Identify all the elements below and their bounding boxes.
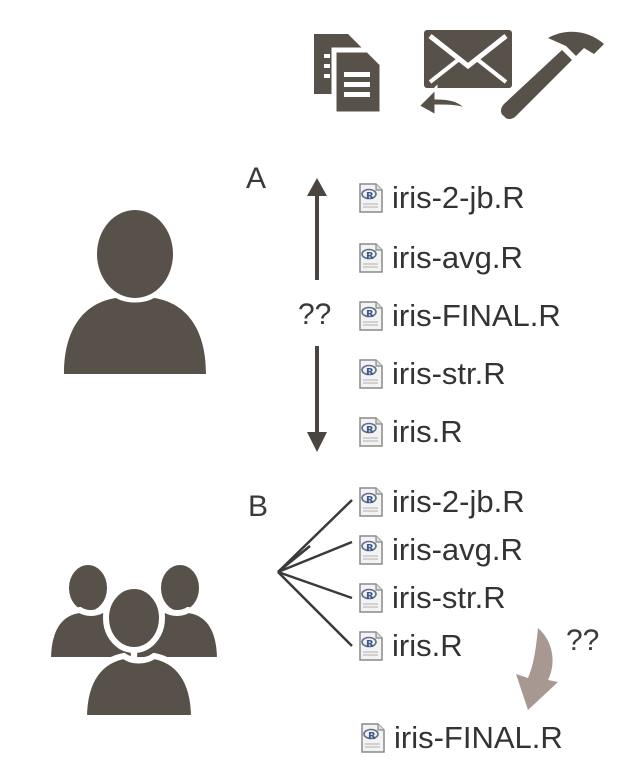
section-a-label: A bbox=[246, 162, 267, 195]
r-file-icon: R bbox=[358, 300, 384, 332]
svg-text:R: R bbox=[366, 639, 374, 650]
r-file-icon: R bbox=[360, 722, 386, 754]
file-name: iris-avg.R bbox=[392, 532, 523, 567]
section-b-question: ?? bbox=[566, 624, 600, 657]
hammer-icon bbox=[501, 31, 604, 119]
svg-text:R: R bbox=[366, 543, 374, 554]
r-file-icon: R bbox=[358, 242, 384, 274]
file-name: iris.R bbox=[392, 628, 463, 663]
r-file-icon: R bbox=[358, 582, 384, 614]
branch-lines bbox=[277, 499, 353, 647]
r-file-icon: R bbox=[358, 358, 384, 390]
file-name: iris-avg.R bbox=[392, 240, 523, 275]
file-name: iris.R bbox=[392, 414, 463, 449]
toolbar-icons bbox=[314, 30, 604, 119]
svg-text:R: R bbox=[366, 425, 374, 436]
file-name: iris-FINAL.R bbox=[392, 298, 561, 333]
r-file-icon: R bbox=[358, 486, 384, 518]
section-a-question: ?? bbox=[298, 298, 332, 331]
r-file-icon: R bbox=[358, 534, 384, 566]
file-name: iris-str.R bbox=[392, 580, 506, 615]
file-name: iris-str.R bbox=[392, 356, 506, 391]
svg-text:R: R bbox=[366, 251, 374, 262]
r-file-icon: R bbox=[358, 182, 384, 214]
r-file-icon: R bbox=[358, 416, 384, 448]
svg-text:R: R bbox=[366, 309, 374, 320]
svg-text:R: R bbox=[366, 191, 374, 202]
svg-text:R: R bbox=[366, 495, 374, 506]
single-user-icon bbox=[64, 210, 206, 374]
version-axis-arrow bbox=[307, 178, 327, 452]
email-reply-icon bbox=[415, 30, 512, 119]
r-file-icon: R bbox=[358, 630, 384, 662]
section-b-label: B bbox=[248, 490, 269, 523]
merged-file-name: iris-FINAL.R bbox=[394, 720, 563, 755]
copy-files-icon bbox=[314, 34, 385, 117]
svg-text:R: R bbox=[366, 591, 374, 602]
group-users-icon bbox=[48, 560, 220, 720]
merged-file-item: R iris-FINAL.R bbox=[360, 718, 563, 758]
merge-arrow bbox=[516, 628, 558, 710]
file-name: iris-2-jb.R bbox=[392, 484, 525, 519]
svg-text:R: R bbox=[368, 731, 376, 742]
svg-text:R: R bbox=[366, 367, 374, 378]
file-name: iris-2-jb.R bbox=[392, 180, 525, 215]
